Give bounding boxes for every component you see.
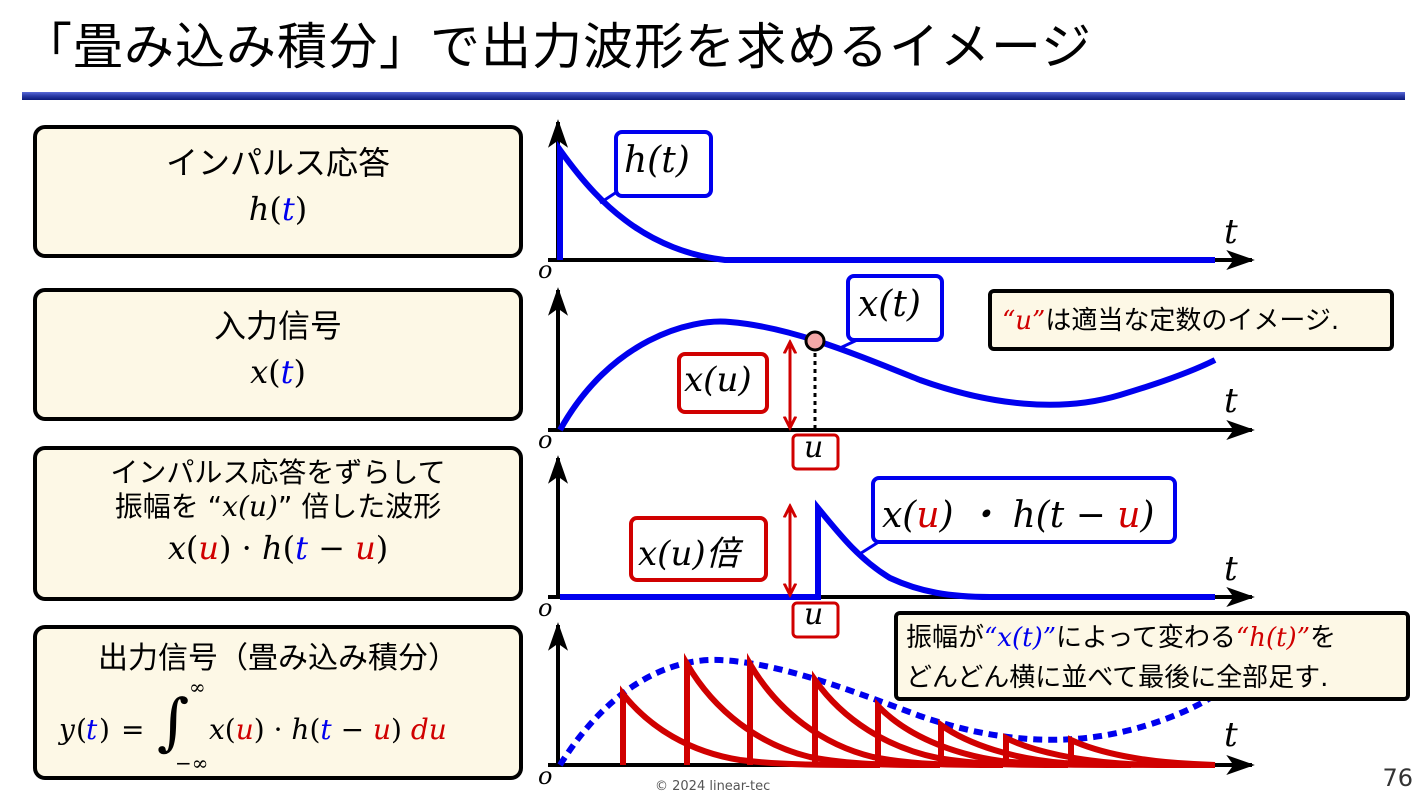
label-box-input: 入力信号 x(t) (33, 288, 523, 421)
graph-output-convolution (548, 611, 1410, 775)
graph-shifted-impulse (548, 455, 1255, 639)
shifted-label-line1: インパルス応答をずらして (110, 456, 446, 489)
shifted-math: x(u) · h(t − u) (167, 529, 389, 567)
x-u-multiplier-label: x(u)倍 (638, 534, 740, 574)
shifted-curve (560, 499, 1215, 600)
x-u-label: x(u) (684, 360, 752, 400)
origin-label-2: o (538, 426, 553, 454)
note-2-text: 振幅が“x(t)”によって変わる“h(t)”を どんどん横に並べて最後に全部足す… (906, 623, 1337, 693)
input-label: 入力信号 (213, 307, 342, 345)
origin-label-4: o (538, 762, 553, 790)
output-label: 出力信号（畳み込み積分） (98, 641, 458, 676)
shifted-impulses (620, 652, 1216, 768)
shifted-label: x(u) ・ h(t − u) (882, 495, 1155, 536)
graph-input-signal (548, 274, 1394, 471)
sample-point (804, 330, 826, 352)
t-label-3: t (1224, 549, 1238, 589)
impulse-curve (557, 140, 1215, 263)
copyright-footer: © 2024 linear-tec (655, 779, 771, 794)
u-label-2: u (804, 597, 824, 632)
t-label-2: t (1224, 381, 1238, 421)
impulse-label: インパルス応答 (165, 144, 390, 182)
origin-label-3: o (538, 594, 553, 622)
note-box-1 (988, 289, 1394, 351)
note-box-2 (894, 611, 1410, 701)
graph-impulse-response (548, 119, 1255, 270)
label-box-shifted: インパルス応答をずらして 振幅を “x(u)” 倍した波形 x(u) · h(t… (33, 446, 523, 601)
note-1-text: “u”は適当な定数のイメージ. (1002, 306, 1340, 336)
title-rule (22, 92, 1405, 100)
h-t-label: h(t) (624, 140, 690, 181)
shifted-label-line2: 振幅を “x(u)” 倍した波形 (114, 490, 442, 523)
page-number: 76 (1382, 764, 1413, 792)
page-title: 「畳み込み積分」で出力波形を求めるイメージ (22, 18, 1092, 76)
t-label-4: t (1224, 715, 1238, 755)
impulse-math: h(t) (248, 190, 308, 228)
t-label-1: t (1224, 212, 1238, 252)
x-t-label: x(t) (858, 284, 921, 325)
origin-label-1: o (538, 256, 553, 284)
label-box-impulse: インパルス応答 h(t) (33, 125, 523, 258)
convolution-formula: y ( t ) = ∫ ∞ −∞ x(u) · h(t − u) du (59, 675, 447, 775)
input-math: x(t) (250, 353, 306, 391)
h-label-box (614, 130, 713, 198)
u-label-1: u (804, 430, 824, 465)
input-curve (557, 318, 1217, 432)
label-box-output: 出力信号（畳み込み積分） y ( t ) = ∫ ∞ −∞ x(u) · h(t… (33, 625, 523, 780)
output-envelope (557, 656, 1217, 767)
